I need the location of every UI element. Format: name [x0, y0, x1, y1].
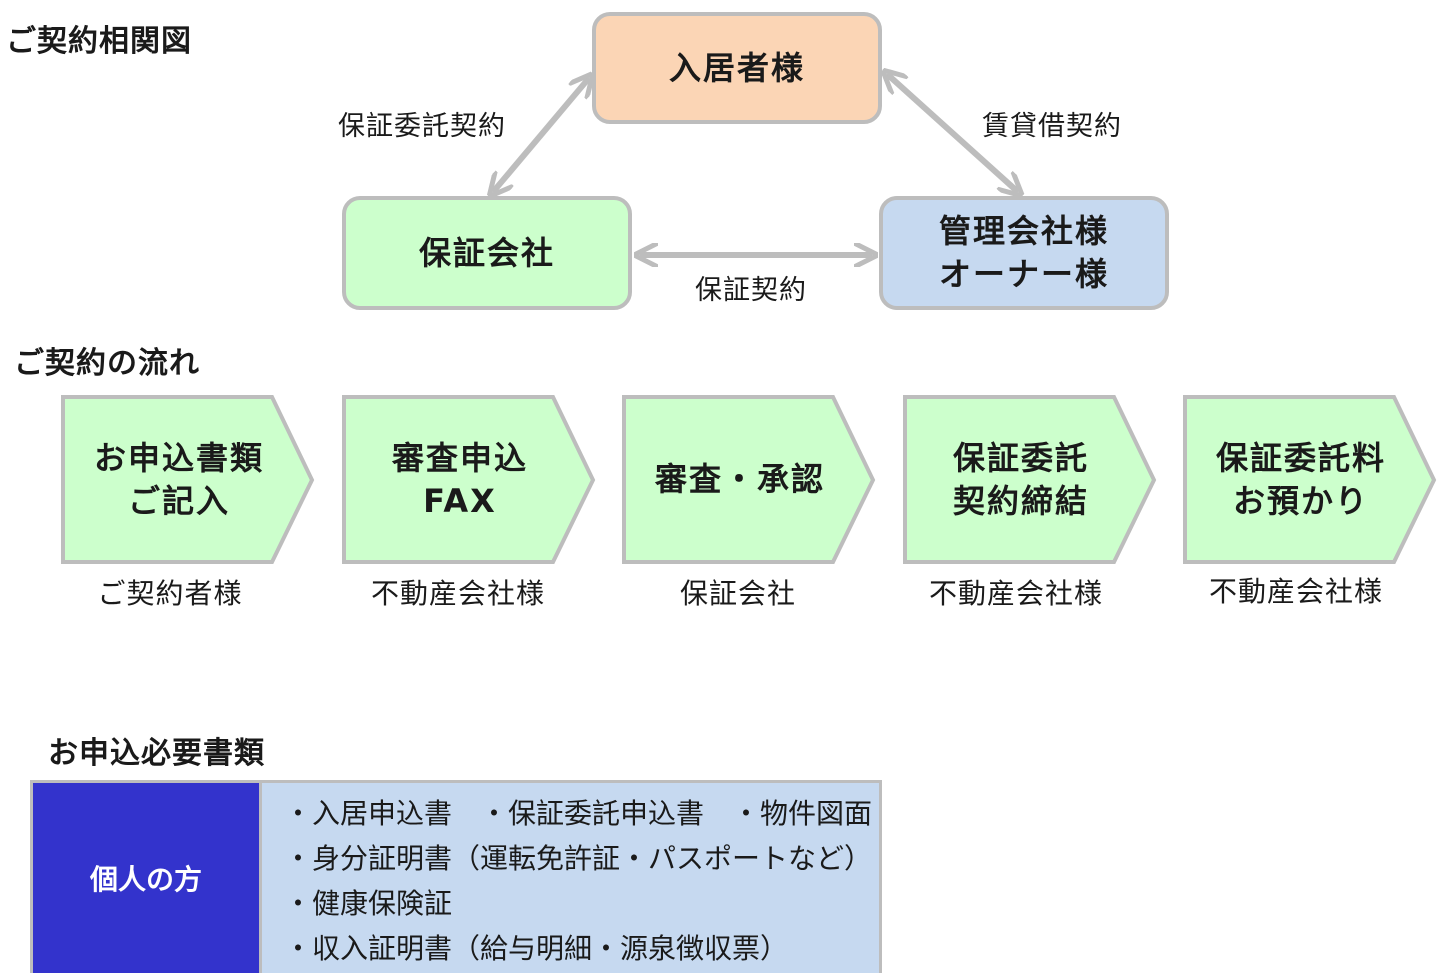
step-1-actor: ご契約者様	[97, 577, 243, 610]
documents-category: 個人の方	[33, 783, 262, 973]
lease-label: 賃貸借契約	[982, 111, 1122, 142]
resident-box: 入居者様	[592, 12, 882, 124]
document-item: ・入居申込書 ・保証委託申込書 ・物件図面	[284, 797, 873, 830]
guarantor-label: 保証会社	[418, 233, 555, 272]
guarantor-box: 保証会社	[342, 196, 632, 310]
relationship-arrows	[0, 0, 1444, 340]
management-box: 管理会社様 オーナー様	[879, 196, 1169, 310]
documents-heading: お申込必要書類	[48, 736, 265, 771]
documents-table: 個人の方 ・入居申込書 ・保証委託申込書 ・物件図面 ・身分証明書（運転免許証・…	[30, 780, 882, 973]
guarantee-consignment-label: 保証委託契約	[338, 111, 506, 142]
step-2-label: 審査申込 FAX	[391, 438, 528, 520]
document-item: ・身分証明書（運転免許証・パスポートなど）	[284, 842, 873, 875]
step-5-label: 保証委託料 お預かり	[1215, 438, 1386, 520]
step-2-actor: 不動産会社様	[370, 577, 545, 610]
document-item: ・健康保険証	[284, 887, 453, 920]
step-4-actor: 不動産会社様	[928, 577, 1103, 610]
flow-chevrons	[61, 395, 1437, 564]
lease-arrow	[887, 74, 1018, 192]
step-1-label: お申込書類 ご記入	[93, 438, 264, 520]
document-item: ・収入証明書（給与明細・源泉徴収票）	[284, 932, 789, 965]
step-4-label: 保証委託 契約締結	[952, 438, 1089, 520]
step-5-chevron	[1183, 395, 1437, 564]
step-3-label: 審査・承認	[654, 460, 825, 498]
relationship-heading: ご契約相関図	[6, 24, 192, 59]
documents-list: ・入居申込書 ・保証委託申込書 ・物件図面 ・身分証明書（運転免許証・パスポート…	[262, 783, 879, 973]
step-3-actor: 保証会社	[679, 577, 796, 610]
step-2-chevron	[342, 395, 596, 564]
guarantee-consignment-arrow	[493, 78, 589, 192]
guarantee-label: 保証契約	[695, 275, 807, 306]
step-5-actor: 不動産会社様	[1208, 575, 1383, 608]
resident-label: 入居者様	[668, 48, 805, 87]
step-3-chevron	[622, 395, 876, 564]
step-4-chevron	[903, 395, 1157, 564]
management-label: 管理会社様 オーナー様	[938, 212, 1109, 293]
flow-heading: ご契約の流れ	[14, 346, 200, 381]
step-1-chevron	[61, 395, 315, 564]
